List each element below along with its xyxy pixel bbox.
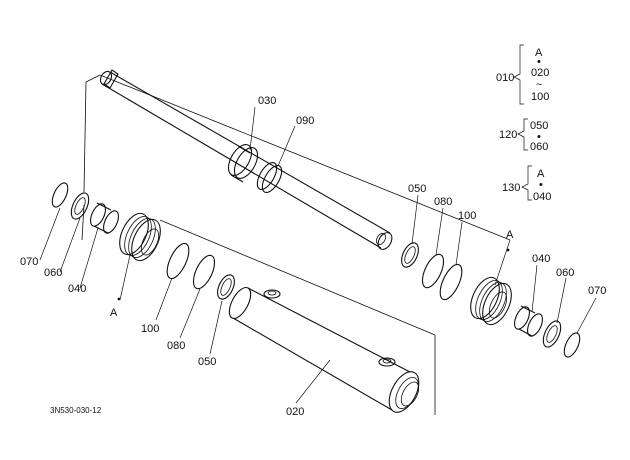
piston-rod xyxy=(99,69,393,250)
callout-a-left: A xyxy=(110,307,118,319)
callout-060-left: 060 xyxy=(44,267,62,279)
diagram-code: 3N530-030-12 xyxy=(50,406,102,415)
reference-dot-right xyxy=(506,248,510,252)
legend-010-bottom: 100 xyxy=(531,91,549,103)
cylinder-head-left xyxy=(119,212,161,262)
oring-080-right xyxy=(421,253,445,289)
legend-010-tilde: ~ xyxy=(536,79,542,91)
callout-100-right: 100 xyxy=(458,210,476,222)
legend-130-top: A xyxy=(537,168,545,180)
callout-030: 030 xyxy=(258,95,276,107)
legend-130-label: 130 xyxy=(502,182,520,194)
ring-070-left xyxy=(51,182,69,208)
callout-090: 090 xyxy=(296,115,314,127)
legend-010-label: 010 xyxy=(496,72,514,84)
ring-050-right xyxy=(401,242,419,268)
legend-130-dot: • xyxy=(539,179,543,191)
callout-080-right: 080 xyxy=(434,196,452,208)
ring-070-right xyxy=(563,332,581,358)
callout-070-left: 070 xyxy=(20,256,38,268)
oring-100-right xyxy=(439,263,463,301)
callout-a-right: A xyxy=(506,229,514,241)
assembly-frame xyxy=(99,74,511,241)
seal-060-right xyxy=(542,320,562,348)
legend-120-bottom: 060 xyxy=(530,141,548,153)
legend-120-top: 050 xyxy=(530,120,548,132)
seal-060-left xyxy=(70,192,90,220)
leader-lines xyxy=(39,44,597,404)
callout-020: 020 xyxy=(286,406,304,418)
callout-070-right: 070 xyxy=(588,285,606,297)
bushing-040-right xyxy=(514,305,543,337)
callout-050-right: 050 xyxy=(408,183,426,195)
callout-080-left: 080 xyxy=(167,340,185,352)
callout-060-right: 060 xyxy=(556,267,574,279)
legend-010-mid: 020 xyxy=(531,67,549,79)
bushing-040-left xyxy=(90,202,119,234)
assembly-legend: 010 A 020 100 • ~ 120 050 060 • 130 A 04… xyxy=(496,47,551,203)
oring-100-left xyxy=(166,242,190,280)
legend-010-top: A xyxy=(535,47,543,59)
callout-040-right: 040 xyxy=(532,253,550,265)
cylinder-head-right xyxy=(470,276,512,326)
oring-080-left xyxy=(192,254,216,290)
callout-050-left: 050 xyxy=(198,356,216,368)
reference-dot-left xyxy=(117,297,121,301)
callout-040-left: 040 xyxy=(68,283,86,295)
legend-120-dot: • xyxy=(537,131,541,143)
ring-050-left xyxy=(217,274,235,300)
cylinder-tube xyxy=(228,286,420,413)
legend-120-label: 120 xyxy=(499,129,517,141)
legend-010-dot: • xyxy=(537,56,541,68)
legend-130-bottom: 040 xyxy=(533,191,551,203)
callout-100-left: 100 xyxy=(141,323,159,335)
ring-090 xyxy=(256,161,283,194)
